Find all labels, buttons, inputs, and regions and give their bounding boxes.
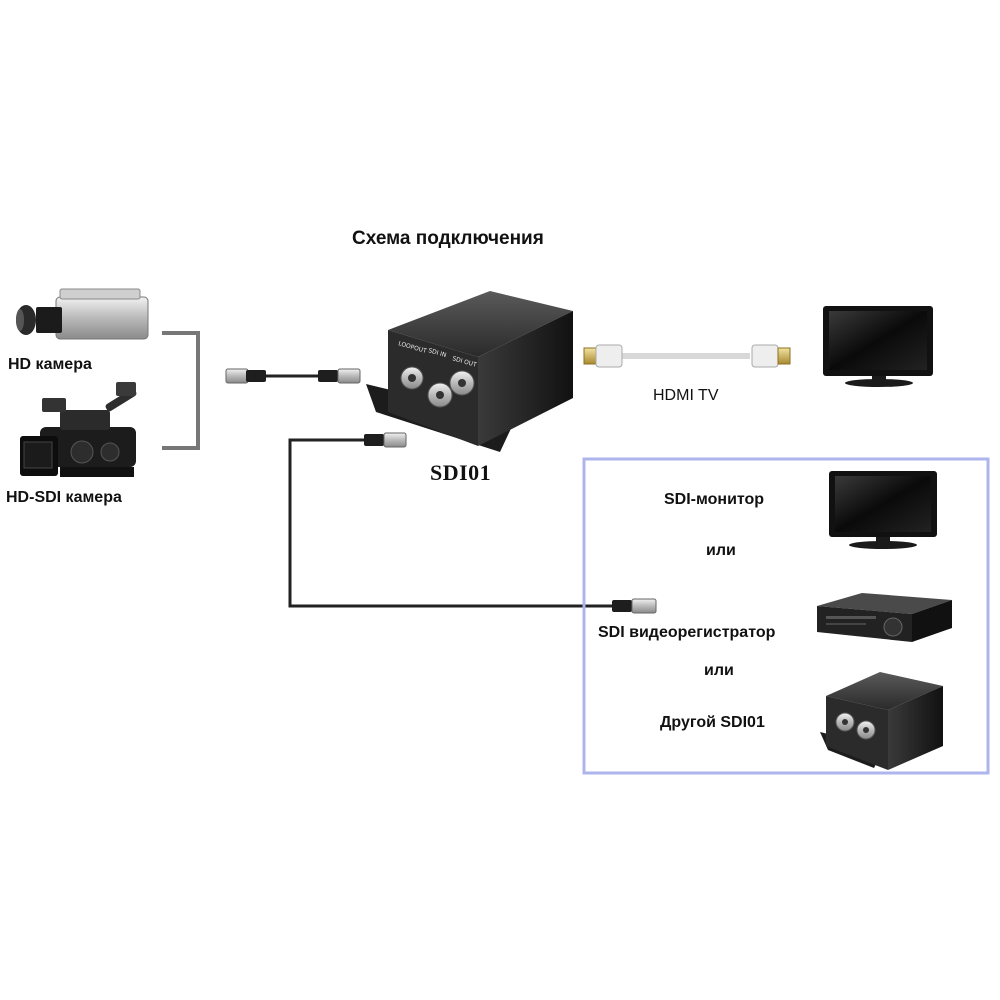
other-sdi01-icon bbox=[820, 672, 943, 770]
sdi-monitor-icon bbox=[829, 471, 937, 549]
hd-sdi-camera-icon bbox=[20, 382, 137, 477]
hdmi-tv-label: HDMI TV bbox=[653, 387, 719, 404]
sdi-output-options-frame bbox=[582, 457, 990, 775]
sdi-monitor-label: SDI-монитор bbox=[664, 491, 765, 508]
hd-sdi-camera-label: HD-SDI камера bbox=[6, 489, 122, 506]
or-label-1: или bbox=[706, 542, 736, 559]
sdi01-model-label: SDI01 bbox=[430, 460, 492, 485]
sdi-dvr-icon bbox=[817, 593, 952, 642]
bnc-output-cable bbox=[288, 432, 657, 614]
hdmi-cable bbox=[583, 344, 791, 368]
or-label-2: или bbox=[704, 662, 734, 679]
sdi-dvr-label: SDI видеорегистратор bbox=[598, 624, 776, 641]
hdmi-tv-icon bbox=[823, 306, 933, 387]
hd-camera-label: HD камера bbox=[8, 356, 92, 373]
hd-camera-icon bbox=[16, 288, 149, 340]
other-sdi01-label: Другой SDI01 bbox=[660, 714, 765, 731]
diagram-title: Схема подключения bbox=[352, 228, 544, 249]
bnc-input-cable bbox=[225, 368, 361, 384]
sdi01-converter-icon: LOOPOUT SDI IN SDI OUT bbox=[366, 291, 573, 452]
camera-selector-bracket bbox=[162, 331, 200, 450]
port-label-sdi-in: SDI IN bbox=[427, 347, 447, 359]
